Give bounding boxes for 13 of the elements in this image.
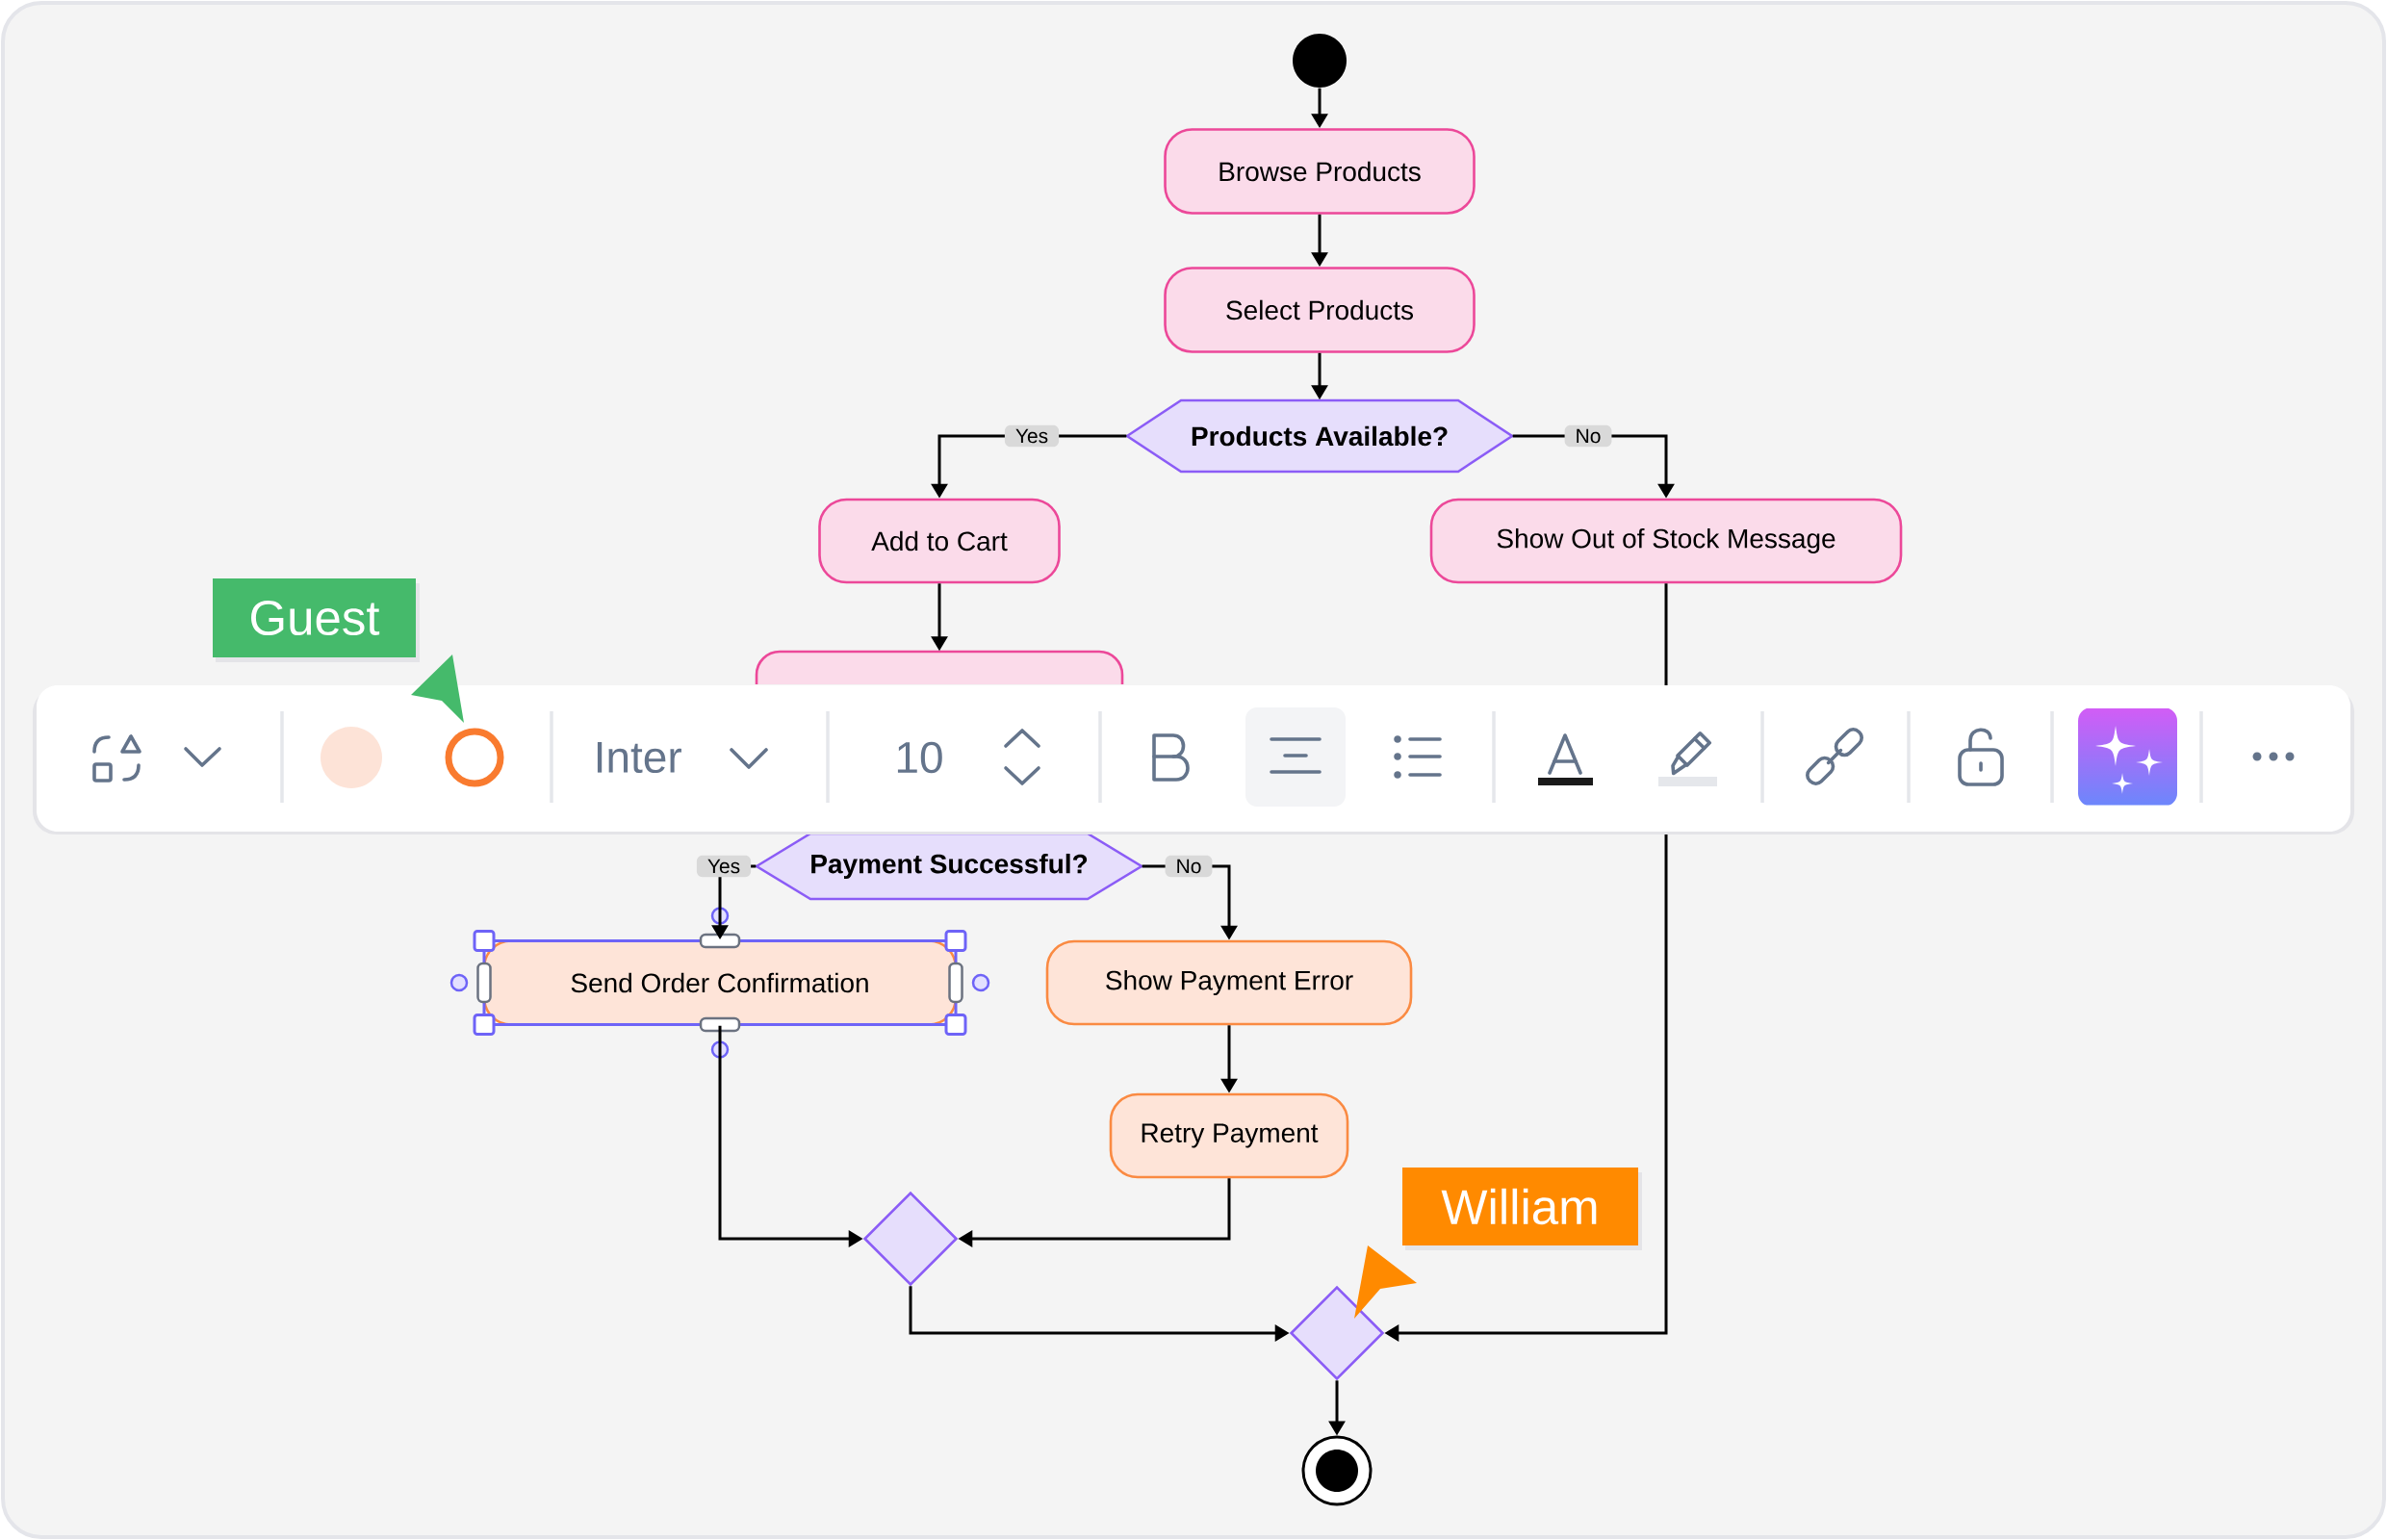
action-box: Show Out of Stock Message	[1429, 498, 1903, 584]
action-box: Show Payment Error	[1045, 939, 1413, 1026]
end-bullseye	[1301, 1435, 1373, 1506]
action-box: Select Products	[1164, 267, 1476, 353]
action-box: Retry Payment	[1109, 1092, 1349, 1179]
action-box	[755, 650, 1124, 686]
name-tag: William	[1402, 1168, 1642, 1250]
font-name: Inter	[597, 741, 681, 774]
action-box: Browse Products	[1164, 128, 1476, 215]
name-tag: Guest	[213, 578, 420, 662]
font-size: 10	[897, 741, 942, 774]
action-box: Add to Cart	[818, 498, 1061, 584]
start-dot	[1293, 34, 1347, 88]
